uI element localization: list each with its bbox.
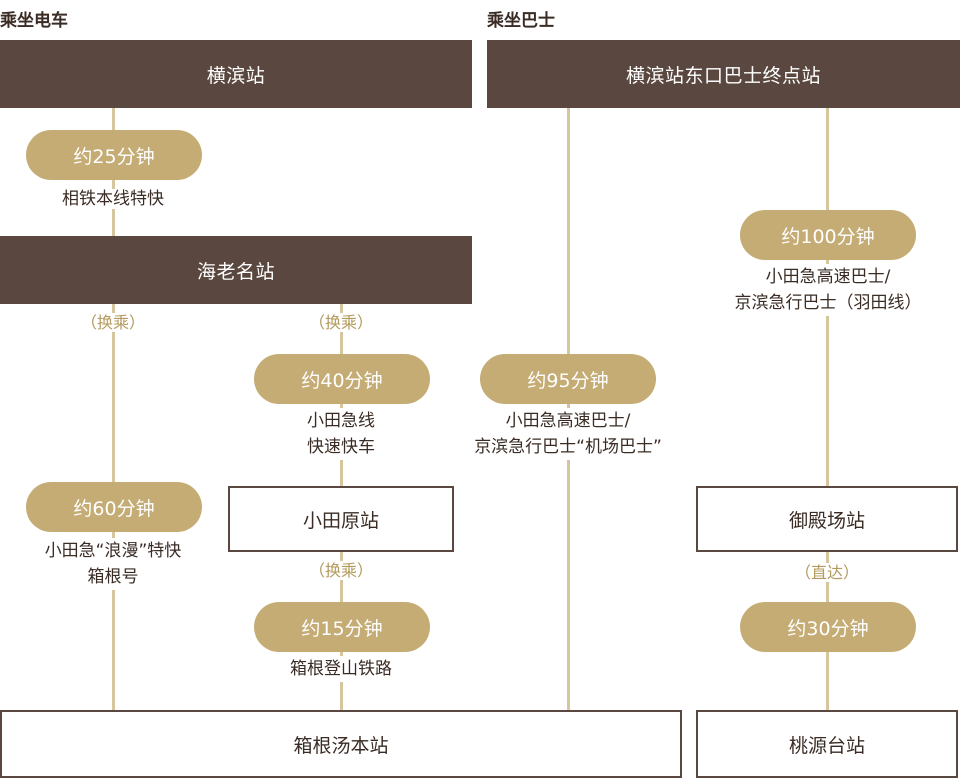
ebina-station: 海老名站	[0, 236, 472, 304]
odawara-station: 小田原站	[228, 486, 454, 552]
route-text-haneda-line-2: 京滨急行巴士（羽田线）	[731, 290, 925, 316]
route-text-sotetsu: 相铁本线特快	[59, 189, 167, 209]
transfer-label-mid-1: （换乘）	[305, 313, 376, 332]
route-text-odakyu-2: 快速快车	[304, 434, 378, 460]
route-text-romancecar-2: 箱根号	[84, 564, 142, 590]
time-badge-40: 约40分钟	[254, 354, 430, 404]
time-badge-60: 约60分钟	[26, 482, 202, 532]
time-badge-100: 约100分钟	[740, 210, 916, 260]
time-badge-95: 约95分钟	[480, 354, 656, 404]
bus-section-title: 乘坐巴士	[487, 11, 555, 31]
route-text-romancecar-1: 小田急“浪漫”特快	[41, 538, 185, 564]
time-badge-25: 约25分钟	[26, 130, 202, 180]
transfer-label-mid-2: （换乘）	[305, 561, 376, 580]
yokohama-east-bus-terminal: 横滨站东口巴士终点站	[487, 40, 960, 108]
transfer-label-left: （换乘）	[77, 313, 148, 332]
transfer-mid-wrap-1: （换乘）	[228, 312, 454, 334]
transfer-left-wrap: （换乘）	[0, 312, 226, 334]
route-label-airport-bus: 小田急高速巴士/ 京滨急行巴士“机场巴士”	[440, 408, 696, 460]
train-section-title: 乘坐电车	[0, 11, 68, 31]
route-label-haneda-line: 小田急高速巴士/ 京滨急行巴士（羽田线）	[706, 264, 950, 316]
hakone-yumoto-station: 箱根汤本站	[0, 710, 682, 778]
route-label-odakyu: 小田急线 快速快车	[228, 408, 454, 460]
transfer-direct-wrap: （直达）	[696, 562, 958, 584]
route-text-hakone-tozan: 箱根登山铁路	[287, 656, 395, 682]
route-label-sotetsu: 相铁本线特快	[0, 186, 226, 212]
time-badge-15: 约15分钟	[254, 602, 430, 652]
time-badge-30: 约30分钟	[740, 602, 916, 652]
route-text-haneda-line-1: 小田急高速巴士/	[762, 264, 894, 290]
gotemba-station: 御殿场站	[696, 486, 958, 552]
togendai-station: 桃源台站	[696, 710, 958, 778]
route-label-hakone-tozan: 箱根登山铁路	[228, 656, 454, 682]
transfer-label-direct: （直达）	[791, 563, 862, 582]
transfer-mid-wrap-2: （换乘）	[228, 560, 454, 582]
yokohama-station: 横滨站	[0, 40, 472, 108]
route-text-airport-bus-1: 小田急高速巴士/	[502, 408, 634, 434]
route-label-romancecar: 小田急“浪漫”特快 箱根号	[0, 538, 226, 590]
route-text-airport-bus-2: 京滨急行巴士“机场巴士”	[471, 434, 665, 460]
route-text-odakyu-1: 小田急线	[304, 408, 378, 434]
